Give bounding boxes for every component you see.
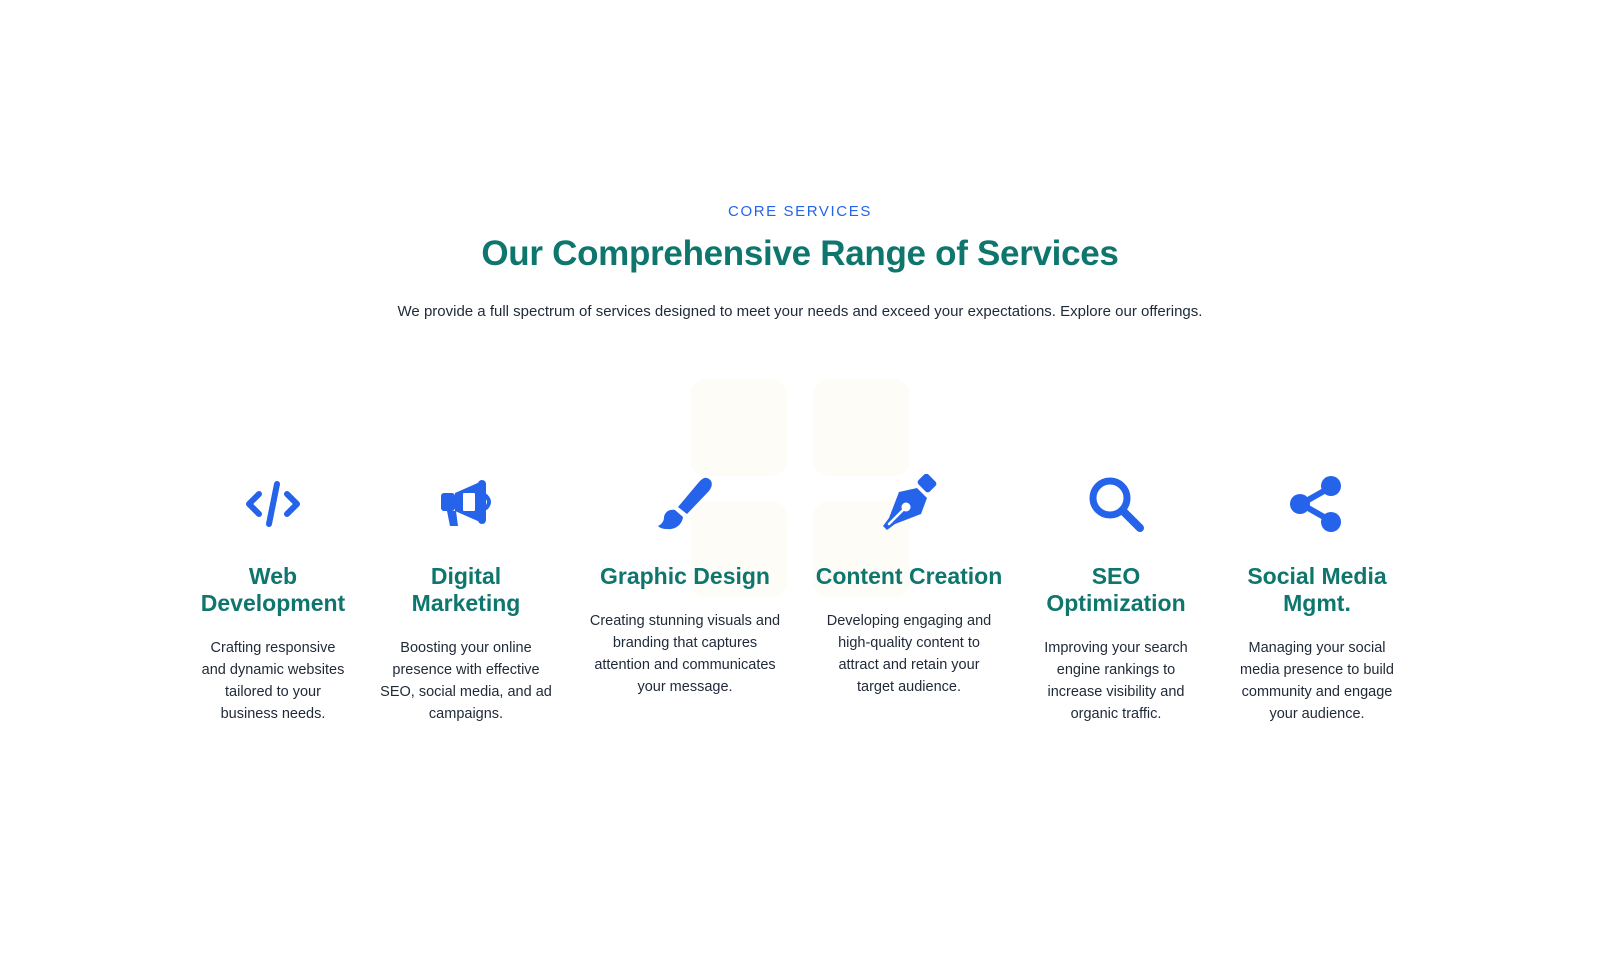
pen-nib-icon: [883, 474, 937, 530]
service-description: Improving your search engine rankings to…: [1044, 640, 1188, 722]
service-card-content-creation: Content Creation Developing engaging and…: [806, 474, 1012, 698]
service-description: Boosting your online presence with effec…: [380, 640, 552, 722]
service-description: Managing your social media presence to b…: [1240, 640, 1394, 722]
service-description: Creating stunning visuals and branding t…: [589, 613, 781, 695]
service-title: Web Development: [200, 563, 346, 616]
service-description: Crafting responsive and dynamic websites…: [201, 640, 345, 722]
section-eyebrow: CORE SERVICES: [728, 203, 872, 220]
code-icon: [246, 481, 300, 527]
service-title: Graphic Design: [600, 563, 770, 589]
service-card-social-media: Social Media Mgmt. Managing your social …: [1230, 474, 1404, 725]
service-card-seo-optimization: SEO Optimization Improving your search e…: [1030, 474, 1202, 725]
section-heading: Our Comprehensive Range of Services: [481, 234, 1119, 273]
service-title: Social Media Mgmt.: [1247, 563, 1387, 616]
service-title: SEO Optimization: [1046, 563, 1186, 616]
magnifying-glass-icon: [1089, 477, 1144, 532]
service-description: Developing engaging and high-quality con…: [826, 613, 992, 695]
decorative-tile: [690, 501, 787, 598]
service-title: Content Creation: [815, 563, 1003, 589]
decorative-tile: [813, 379, 910, 476]
megaphone-icon: [441, 480, 491, 526]
paintbrush-icon: [658, 477, 712, 530]
section-lead: We provide a full spectrum of services d…: [397, 303, 1203, 320]
share-icon: [1290, 476, 1341, 532]
service-title: Digital Marketing: [411, 563, 521, 616]
service-card-graphic-design: Graphic Design Creating stunning visuals…: [580, 474, 790, 698]
service-card-digital-marketing: Digital Marketing Boosting your online p…: [371, 474, 561, 725]
service-card-web-development: Web Development Crafting responsive and …: [193, 474, 353, 725]
decorative-tile: [690, 379, 787, 476]
